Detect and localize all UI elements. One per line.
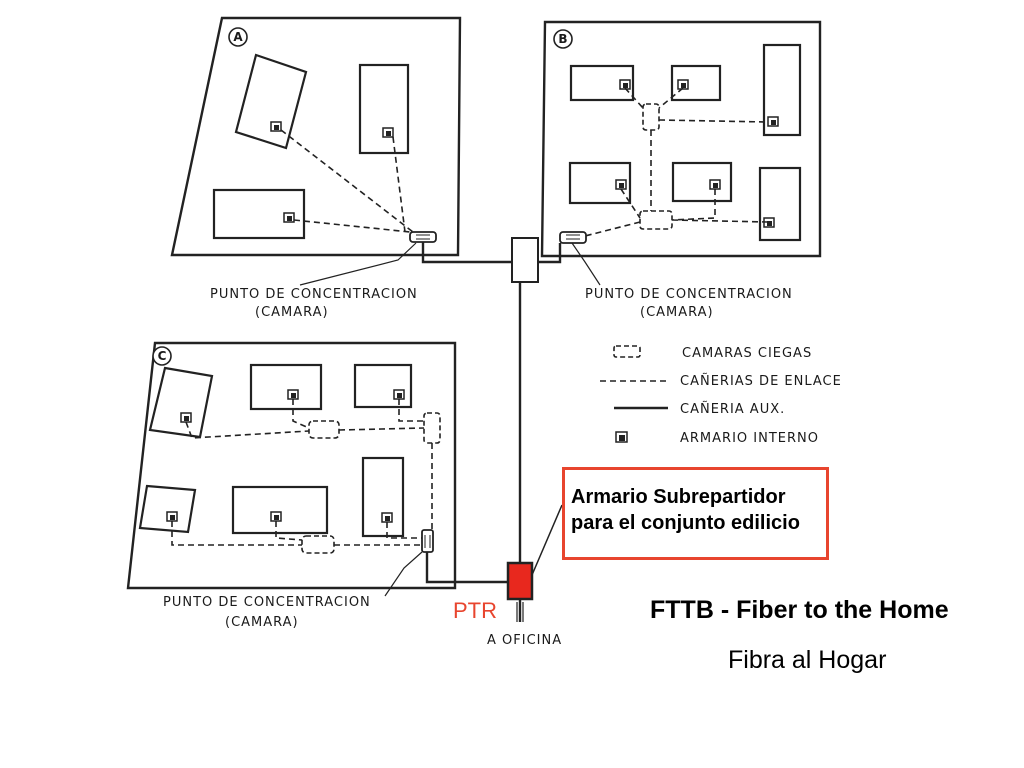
concentration-label-c-line2: (CAMARA) [225,615,299,630]
callout-text: Armario Subrepartidor para el conjunto e… [571,486,800,534]
legend-canerias-enlace-label: CAÑERIAS DE ENLACE [680,373,842,389]
building [138,484,197,534]
building [249,363,323,411]
concentration-label-b-line2: (CAMARA) [640,305,714,320]
camara-ciega-icon [301,535,335,554]
area-b-letter: B [558,32,567,46]
area-b-marker [553,29,573,49]
area-a: A [170,16,462,257]
concentration-label-c-line1: PUNTO DE CONCENTRACION [163,595,371,610]
camara-ciega-icon [642,103,660,131]
central-junction-box [511,237,539,283]
building [234,53,308,150]
legend-armario-interno-label: ARMARIO INTERNO [680,431,819,446]
punto-concentracion-icon [559,231,587,244]
pointers [299,242,601,597]
area-c-letter: C [158,349,167,363]
slide-subtitle: Fibra al Hogar [728,646,887,674]
building [569,64,635,102]
armario-subrepartidor-callout: Armario Subrepartidor para el conjunto e… [562,467,829,560]
caneria-aux [421,242,562,622]
area-c-outline [126,341,457,590]
punto-concentracion-icon [421,529,434,553]
punto-concentracion-icon [409,231,437,243]
trunk [421,237,562,622]
building [358,63,410,155]
ptr-box [506,561,534,601]
legend-caneria-aux-label: CAÑERIA AUX. [680,401,785,417]
area-a-letter: A [233,30,243,44]
area-b-outline [540,20,822,258]
building [361,456,405,538]
slide-title: FTTB - Fiber to the Home [650,596,949,624]
area-b: B [540,20,822,258]
building [758,166,802,242]
building [231,485,329,535]
concentration-label-b-line1: PUNTO DE CONCENTRACION [585,287,793,302]
legend: CAMARAS CIEGAS CAÑERIAS DE ENLACE CAÑERI… [600,345,842,446]
area-a-outline [170,16,462,257]
area-c-marker [152,346,172,366]
ptr-label: PTR [453,598,497,623]
building [671,161,733,203]
area-c: C [126,341,457,590]
office-label: A OFICINA [487,633,562,648]
canerias-enlace [280,129,414,233]
concentration-label-a-line1: PUNTO DE CONCENTRACION [210,287,418,302]
building [353,363,413,409]
legend-camara-ciega-symbol [613,345,641,358]
building [148,366,214,439]
canerias-enlace [584,87,769,237]
concentration-label-a-line2: (CAMARA) [255,305,329,320]
camara-ciega-icon [639,210,673,230]
canerias-enlace [171,399,433,546]
camara-ciega-icon [308,420,340,439]
camara-ciega-icon [423,412,441,444]
legend-camaras-ciegas-label: CAMARAS CIEGAS [682,346,812,361]
area-a-marker [228,27,248,47]
